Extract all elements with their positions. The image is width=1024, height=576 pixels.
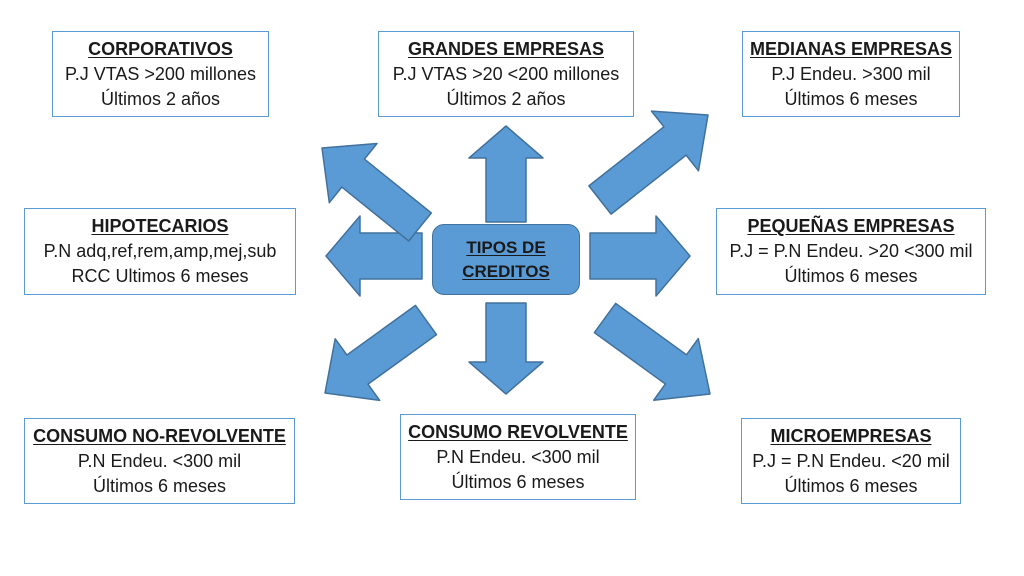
- box-line: P.J VTAS >200 millones: [65, 63, 256, 84]
- box-title: PEQUEÑAS EMPRESAS: [747, 216, 955, 236]
- center-label-line1: TIPOS DE: [466, 237, 546, 257]
- box-corporativos: CORPORATIVOS P.J VTAS >200 millones Últi…: [52, 31, 269, 117]
- box-pequenas-empresas: PEQUEÑAS EMPRESAS P.J = P.N Endeu. >20 <…: [716, 208, 986, 295]
- box-line: P.N adq,ref,rem,amp,mej,sub: [43, 241, 277, 261]
- box-title: GRANDES EMPRESAS: [407, 38, 605, 59]
- arrow-right: [589, 215, 691, 297]
- box-line: RCC Ultimos 6 meses: [71, 266, 249, 286]
- box-grandes-empresas: GRANDES EMPRESAS P.J VTAS >20 <200 millo…: [378, 31, 634, 117]
- box-line: Últimos 6 meses: [92, 475, 227, 496]
- box-medianas-empresas: MEDIANAS EMPRESAS P.J Endeu. >300 mil Úl…: [742, 31, 960, 117]
- box-line: Últimos 6 meses: [784, 88, 918, 109]
- box-line: P.J = P.N Endeu. >20 <300 mil: [729, 241, 973, 261]
- box-consumo-revolvente: CONSUMO REVOLVENTE P.N Endeu. <300 mil Ú…: [400, 414, 636, 500]
- box-line: Últimos 2 años: [100, 88, 221, 109]
- box-consumo-no-revolvente: CONSUMO NO-REVOLVENTE P.N Endeu. <300 mi…: [24, 418, 295, 504]
- arrow-up-left: [321, 142, 433, 242]
- arrow-down: [468, 302, 544, 395]
- box-title: CONSUMO NO-REVOLVENTE: [33, 425, 286, 446]
- box-line: P.J Endeu. >300 mil: [771, 63, 931, 84]
- center-node-tipos-de-creditos: TIPOS DE CREDITOS: [432, 224, 580, 295]
- box-line: Últimos 6 meses: [784, 475, 918, 496]
- arrow-down-left: [324, 304, 438, 402]
- box-title: MICROEMPRESAS: [770, 425, 932, 446]
- box-line: Últimos 6 meses: [784, 266, 918, 286]
- box-line: Últimos 2 años: [446, 88, 566, 109]
- box-line: P.N Endeu. <300 mil: [77, 450, 242, 471]
- box-line: P.N Endeu. <300 mil: [436, 446, 600, 467]
- box-line: Últimos 6 meses: [451, 471, 585, 492]
- box-line: P.J = P.N Endeu. <20 mil: [752, 450, 950, 471]
- box-hipotecarios: HIPOTECARIOS P.N adq,ref,rem,amp,mej,sub…: [24, 208, 296, 295]
- box-microempresas: MICROEMPRESAS P.J = P.N Endeu. <20 mil Ú…: [741, 418, 961, 504]
- box-line: P.J VTAS >20 <200 millones: [392, 63, 620, 84]
- arrow-up: [468, 125, 544, 223]
- box-title: CORPORATIVOS: [88, 38, 233, 59]
- arrow-down-right: [593, 302, 711, 401]
- box-title: CONSUMO REVOLVENTE: [408, 421, 628, 442]
- arrow-left: [325, 215, 423, 297]
- box-title: MEDIANAS EMPRESAS: [749, 38, 953, 59]
- box-title: HIPOTECARIOS: [91, 216, 229, 236]
- arrow-up-right: [588, 110, 709, 215]
- center-label-line2: CREDITOS: [462, 261, 550, 281]
